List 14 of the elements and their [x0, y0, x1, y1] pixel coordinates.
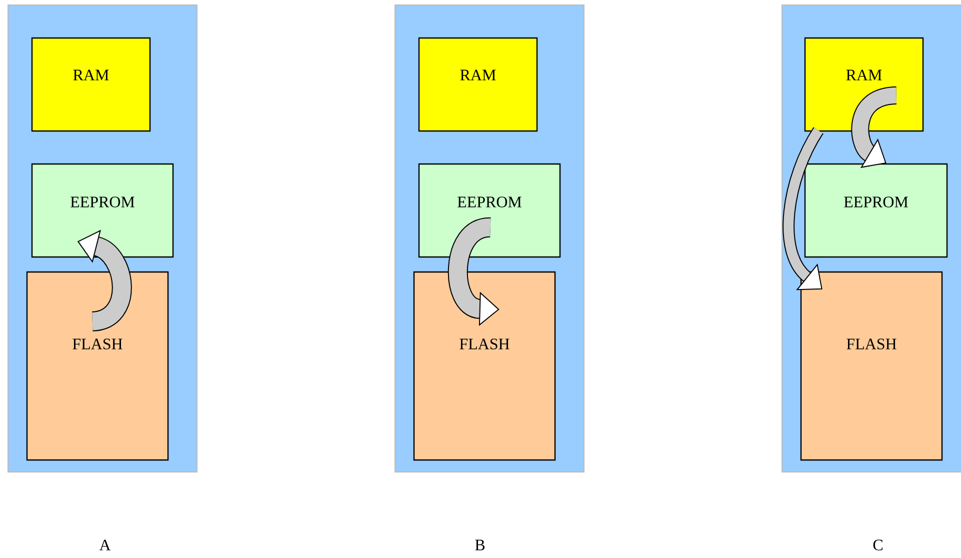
ram-box: RAM	[418, 37, 538, 132]
eeprom-box: EEPROM	[804, 163, 948, 258]
flash-box: FLASH	[26, 271, 169, 461]
block-arrow	[782, 127, 824, 290]
eeprom-box: EEPROM	[418, 163, 561, 258]
ram-box: RAM	[31, 37, 151, 132]
panel-letter: C	[873, 540, 882, 550]
panel-letter: B	[475, 540, 485, 550]
eeprom-box: EEPROM	[31, 163, 174, 258]
flash-box: FLASH	[413, 271, 556, 461]
ram-box: RAM	[804, 37, 924, 132]
block-arrow	[851, 86, 898, 168]
flash-box: FLASH	[800, 271, 943, 461]
panel-letter: A	[99, 540, 111, 550]
